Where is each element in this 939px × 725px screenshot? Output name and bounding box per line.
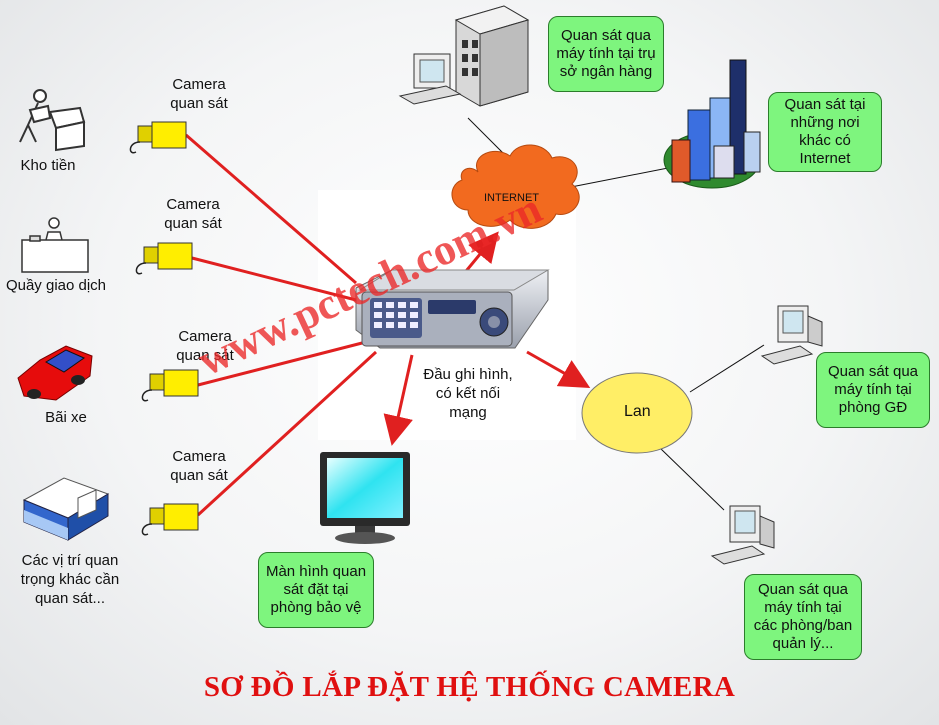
link-lan-director xyxy=(689,344,765,393)
link-lan-management xyxy=(659,447,725,511)
link-camera-2 xyxy=(191,256,357,302)
link-internet-city xyxy=(565,167,669,189)
lan-ellipse xyxy=(581,372,693,454)
label-internet: INTERNET xyxy=(484,192,539,204)
link-camera-1 xyxy=(185,133,357,285)
label-quay-giao-dich: Quầy giao dịch xyxy=(5,277,107,294)
pc-management-icon xyxy=(710,505,775,565)
pc-director-icon xyxy=(760,305,823,365)
arrow-to-internet xyxy=(460,231,499,277)
person-box-icon xyxy=(19,89,86,152)
dvr-recorder-icon xyxy=(355,269,550,349)
counter-icon xyxy=(21,217,89,273)
link-camera-3 xyxy=(197,340,367,387)
camera-icon-1 xyxy=(129,121,187,154)
monitor-icon xyxy=(320,452,410,544)
city-buildings-icon xyxy=(663,59,761,189)
label-kho-tien: Kho tiền xyxy=(20,157,76,174)
internet-cloud xyxy=(451,144,580,229)
arrow-to-lan xyxy=(526,350,591,388)
camera-icon-3 xyxy=(141,369,199,402)
label-cac-vi-tri: Các vị trí quan trọng khác cần quan sát.… xyxy=(20,552,120,607)
camera-icon-2 xyxy=(135,242,193,275)
car-icon xyxy=(17,345,93,401)
building-icon xyxy=(22,477,110,541)
label-lan: Lan xyxy=(624,403,651,420)
diagram-title: SƠ ĐỒ LẮP ĐẶT HỆ THỐNG CAMERA xyxy=(203,671,736,703)
server-pc-icon xyxy=(398,5,530,107)
link-camera-4 xyxy=(196,350,378,517)
camera-icon-4 xyxy=(141,503,199,536)
label-bai-xe: Bãi xe xyxy=(45,409,87,426)
arrow-to-monitor xyxy=(383,354,414,446)
